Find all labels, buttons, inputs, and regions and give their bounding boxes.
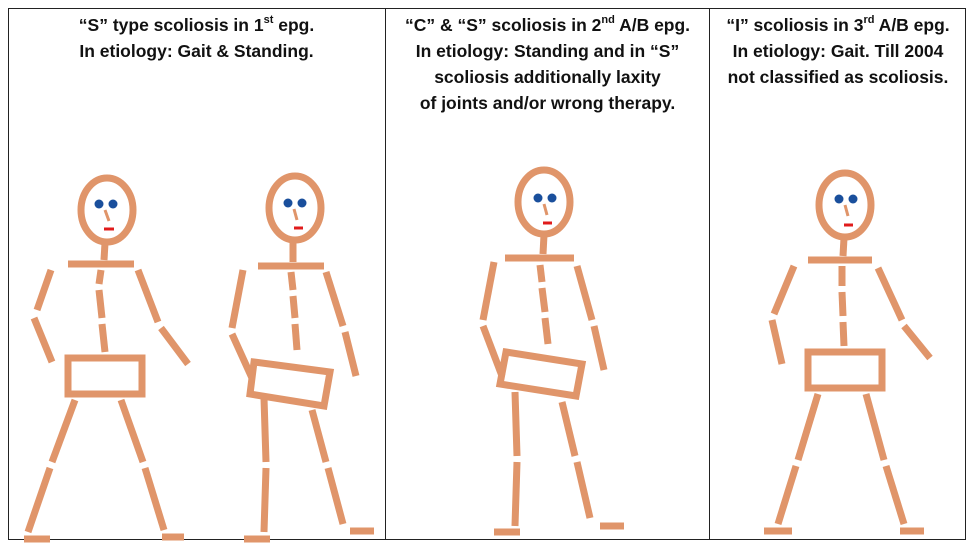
forearm-right xyxy=(345,332,356,376)
nose xyxy=(845,205,848,216)
forearm-left xyxy=(34,318,52,362)
thigh-left xyxy=(52,400,75,462)
spine-segment xyxy=(545,318,548,344)
faces xyxy=(95,194,858,230)
spine-segment xyxy=(293,296,295,318)
forearm-left xyxy=(772,320,782,364)
upper-arm-right xyxy=(326,272,343,326)
forearm-right xyxy=(161,328,188,364)
figure-4-i-curve xyxy=(764,173,930,531)
figure-3-walking-c-s-curve xyxy=(483,170,624,532)
nose xyxy=(544,204,547,215)
shin-left xyxy=(28,468,50,532)
shin-right xyxy=(328,468,343,524)
shin-left xyxy=(515,462,517,526)
eye-right xyxy=(849,195,858,204)
shin-right xyxy=(145,468,164,530)
eye-left xyxy=(534,194,543,203)
neck xyxy=(104,243,105,260)
spine-segment xyxy=(102,324,105,352)
pelvis xyxy=(808,352,882,388)
shin-right xyxy=(886,466,904,524)
eye-right xyxy=(298,199,307,208)
thigh-right xyxy=(562,402,575,456)
neck xyxy=(843,238,844,256)
spine-segment xyxy=(291,272,293,290)
forearm-left xyxy=(483,326,502,376)
thigh-left xyxy=(515,392,517,456)
forearm-right xyxy=(904,326,930,358)
thigh-left xyxy=(264,398,266,462)
head xyxy=(269,176,321,240)
upper-arm-left xyxy=(37,270,51,310)
upper-arm-left xyxy=(232,270,243,328)
eye-left xyxy=(284,199,293,208)
eye-right xyxy=(109,200,118,209)
spine-segment xyxy=(843,322,844,346)
forearm-left xyxy=(232,334,252,378)
spine-segment xyxy=(295,324,297,350)
upper-arm-right xyxy=(577,266,592,320)
spine-segment xyxy=(542,288,545,312)
nose xyxy=(294,209,297,220)
shin-right xyxy=(577,462,590,518)
thigh-right xyxy=(121,400,143,462)
spine-segment xyxy=(842,292,843,316)
eye-right xyxy=(548,194,557,203)
eye-left xyxy=(95,200,104,209)
spine-segment xyxy=(540,265,542,282)
figure-2-walking-s-curve xyxy=(232,176,374,539)
thigh-right xyxy=(312,410,326,462)
spine-segment xyxy=(99,290,102,318)
neck xyxy=(543,235,544,254)
thigh-right xyxy=(866,394,884,460)
upper-arm-left xyxy=(774,266,794,314)
shin-left xyxy=(778,466,796,524)
thigh-left xyxy=(798,394,818,460)
upper-arm-right xyxy=(138,270,158,322)
upper-arm-left xyxy=(483,262,494,320)
pelvis xyxy=(500,352,582,396)
shin-left xyxy=(264,468,266,532)
figure-1-standing-s-curve xyxy=(24,178,188,539)
head xyxy=(81,178,133,242)
pelvis xyxy=(68,358,142,394)
eye-left xyxy=(835,195,844,204)
spine-segment xyxy=(99,270,101,284)
forearm-right xyxy=(594,326,604,370)
nose xyxy=(105,210,109,221)
upper-arm-right xyxy=(878,268,902,320)
